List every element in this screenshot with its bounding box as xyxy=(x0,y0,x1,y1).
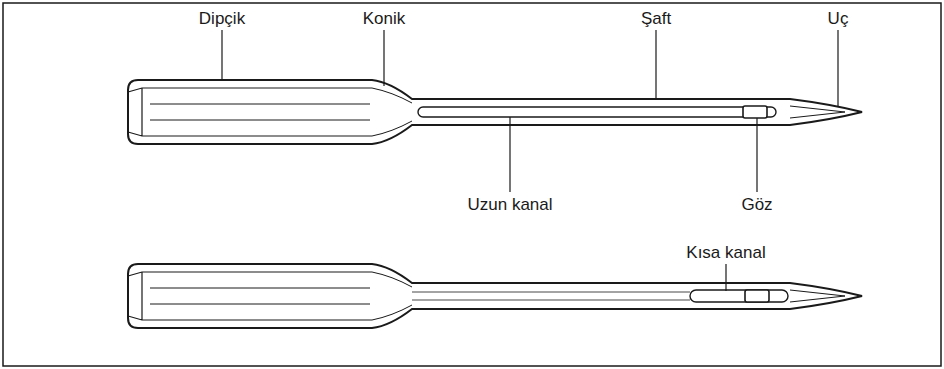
part-label: Dipçik xyxy=(199,10,245,27)
needle-long-groove xyxy=(128,80,862,144)
part-label: Şaft xyxy=(641,10,671,27)
leader-lines xyxy=(222,30,838,291)
frame-border xyxy=(3,3,941,366)
needle-short-groove xyxy=(128,264,862,328)
part-label: Kısa kanal xyxy=(686,244,765,261)
part-label: Göz xyxy=(741,196,772,213)
part-label: Uç xyxy=(828,10,849,27)
part-label: Konik xyxy=(363,10,406,27)
part-label: Uzun kanal xyxy=(467,196,552,213)
